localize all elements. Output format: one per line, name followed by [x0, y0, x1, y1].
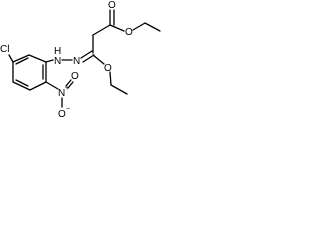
atom-nitro-o-bottom: O: [58, 109, 66, 120]
benzene-ring: [12, 54, 47, 91]
bond-nitro-o-top: [65, 79, 72, 87]
ring-double-bond-2: [15, 79, 29, 87]
atom-n-azo: N: [73, 56, 80, 67]
atom-o-carbonyl: O: [108, 0, 116, 11]
atom-nh-h: H: [54, 46, 61, 57]
bond-ring-nh: [45, 59, 54, 63]
ring-double-bond-3: [15, 57, 29, 65]
bond-ether-ch2-ch3: [110, 84, 128, 95]
nitro-n-charge: +: [65, 85, 69, 92]
atom-nitro-o-top: O: [71, 71, 79, 82]
bond-ring-cl: [8, 54, 14, 63]
atom-o-ester: O: [125, 27, 133, 38]
ring-bond-4: [12, 81, 31, 91]
bond-n-c-double: [82, 54, 95, 63]
ring-bond-1: [28, 54, 47, 63]
ring-bond-3: [29, 81, 47, 91]
ring-bond-6: [12, 54, 30, 63]
bond-nitro-o-top-double: [67, 81, 74, 89]
atom-nitro-n: N: [58, 88, 65, 99]
bond-ester-ch2-ch3: [144, 22, 161, 32]
bond-c-o-ether: [92, 54, 105, 65]
bond-n-c: [80, 50, 93, 59]
atom-nh-n: N: [54, 56, 61, 67]
chemical-structure-diagram: Cl N + O O − N H N O O O: [0, 0, 161, 120]
atom-cl: Cl: [0, 44, 9, 55]
bond-carbonyl-c-o-ester: [109, 24, 125, 32]
bond-ring-nitro: [45, 81, 59, 90]
bond-o-ether-ch2: [109, 71, 112, 86]
nitro-o-charge: −: [66, 106, 70, 113]
bond-o-ester-ch2: [132, 22, 146, 31]
bond-ch2-carbonyl-c: [92, 24, 111, 36]
atom-o-ether: O: [104, 63, 112, 74]
